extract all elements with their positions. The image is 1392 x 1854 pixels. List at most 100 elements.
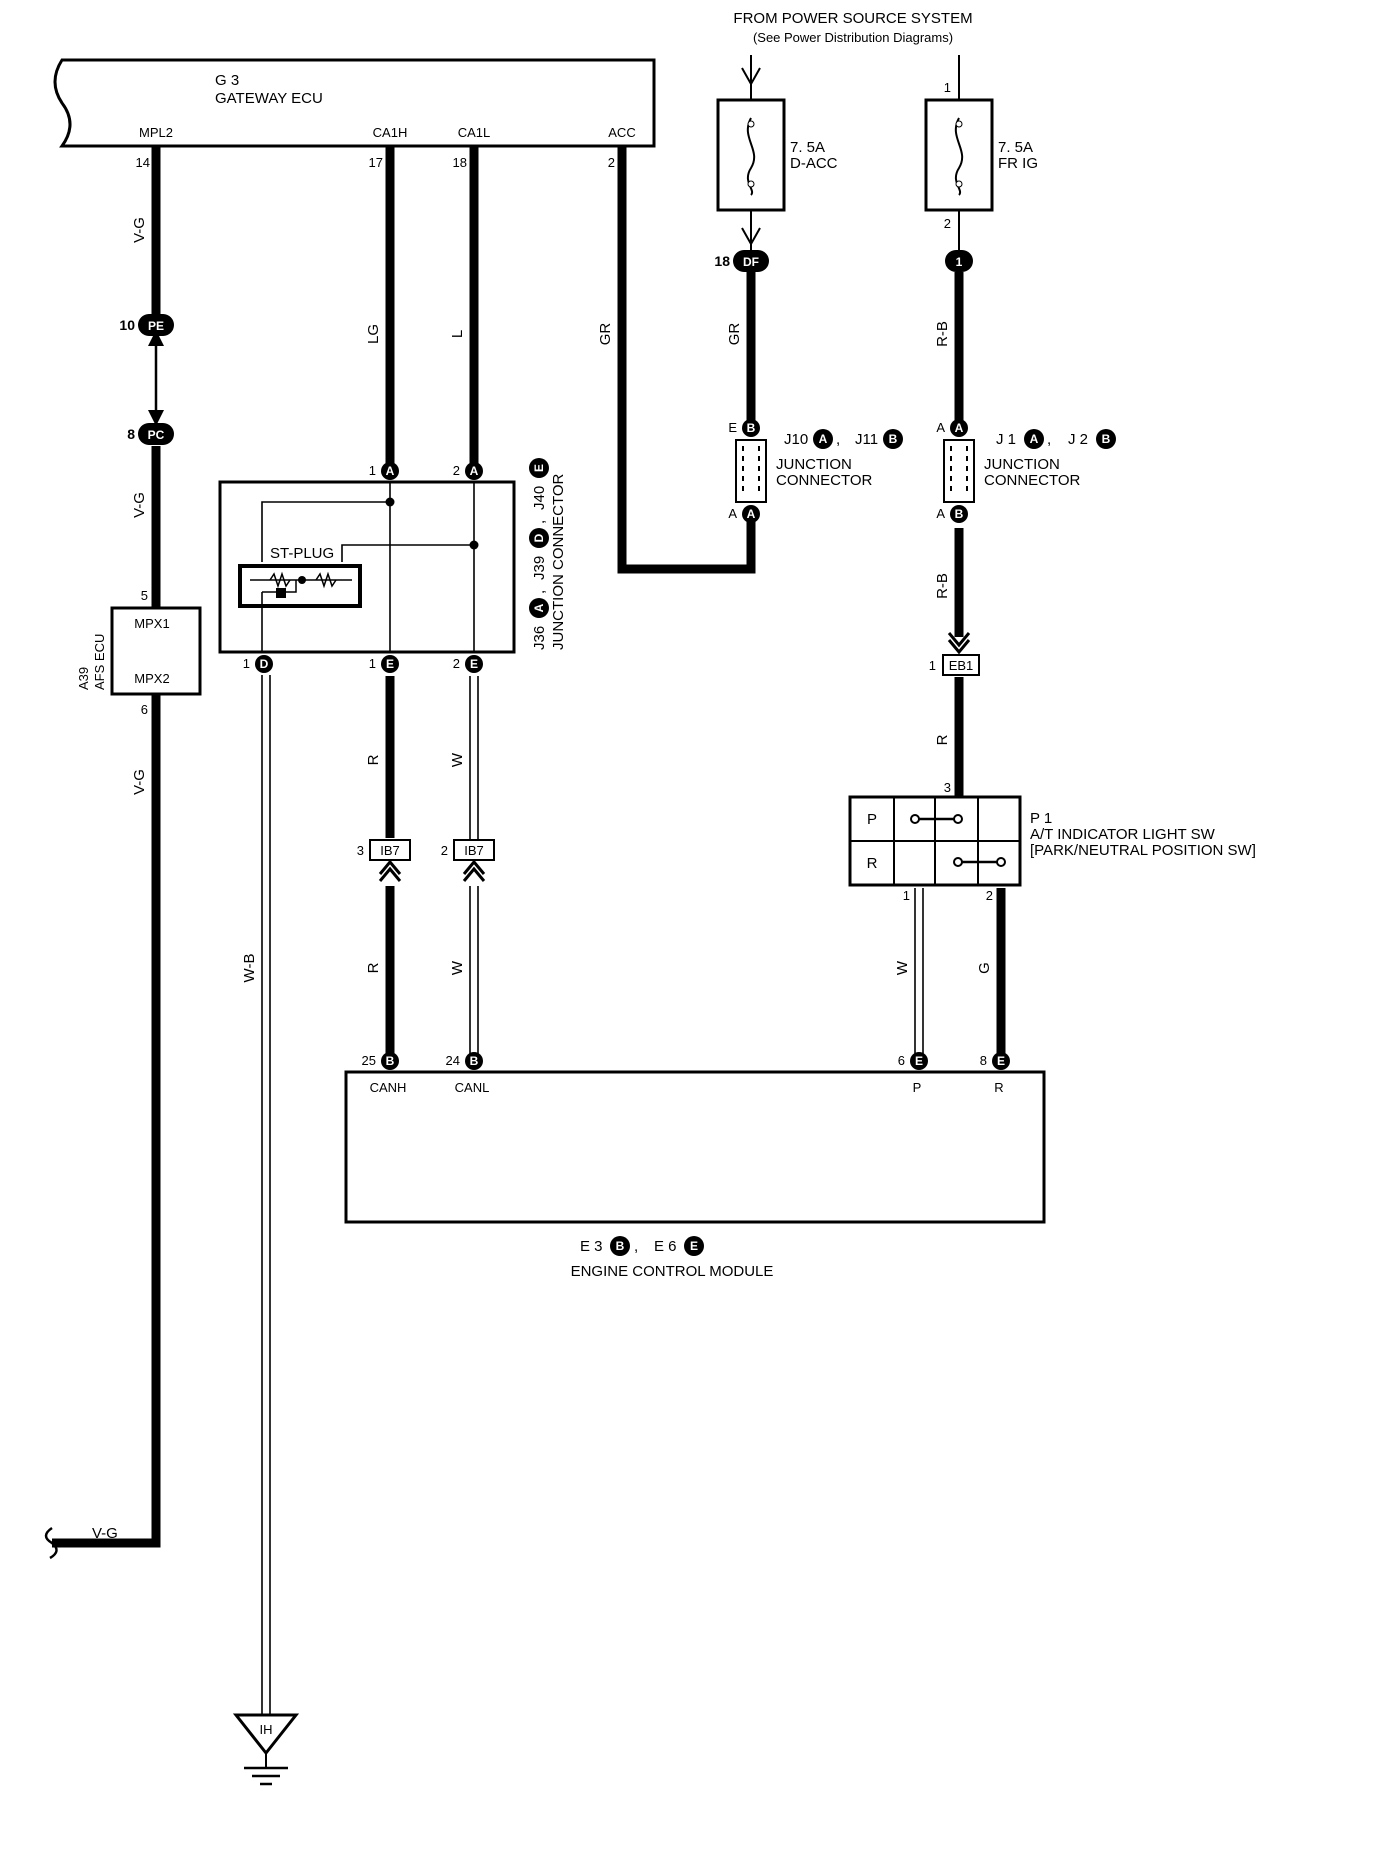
svg-text:5: 5 (141, 588, 148, 603)
svg-text:A: A (936, 420, 945, 435)
svg-text:FR IG: FR IG (998, 155, 1038, 172)
wire-label-gr-1: GR (597, 323, 614, 346)
wire-label-r-2: R (365, 754, 382, 765)
svg-text:8: 8 (127, 426, 135, 442)
wire-label-w-1: W (449, 752, 466, 767)
svg-text:3: 3 (357, 843, 364, 858)
wire-label-vg-1: V-G (131, 217, 148, 243)
wire-labels: V-G V-G V-G V-G LG L GR GR R-B R-B R R R… (92, 217, 993, 1542)
engine-control-module: B 25 B 24 E 6 E 8 CANH CANL P R E 3 B , … (344, 1052, 1046, 1280)
svg-text:A: A (470, 464, 479, 478)
svg-text:A: A (955, 421, 964, 435)
svg-text:JUNCTION CONNECTOR: JUNCTION CONNECTOR (550, 473, 567, 650)
svg-text:,: , (531, 520, 548, 524)
svg-text:,: , (531, 590, 548, 594)
wire-label-vg-4: V-G (92, 1525, 118, 1542)
wire-label-w-3: W (894, 960, 911, 975)
afs-ecu: MPX1 MPX2 5 6 A39 AFS ECU (76, 588, 202, 717)
power-source-note: (See Power Distribution Diagrams) (753, 30, 953, 45)
thick-wires (52, 146, 1006, 1548)
junction-j1-j2: A A B A J 1 A , J 2 B JUNCTION CONNECTOR (936, 419, 1116, 523)
svg-text:JUNCTION: JUNCTION (776, 456, 852, 473)
svg-text:P 1: P 1 (1030, 810, 1052, 827)
svg-text:1: 1 (369, 463, 376, 478)
svg-text:MPX2: MPX2 (134, 671, 169, 686)
svg-text:E 3: E 3 (580, 1238, 603, 1255)
svg-text:E: E (997, 1054, 1005, 1068)
fuse-fr-ig: 7. 5A FR IG 1 2 (924, 80, 1038, 231)
svg-text:A: A (747, 507, 756, 521)
svg-text:J 1: J 1 (996, 431, 1016, 448)
svg-text:CANL: CANL (455, 1080, 490, 1095)
svg-text:3: 3 (944, 780, 951, 795)
svg-text:J 2: J 2 (1068, 431, 1088, 448)
svg-text:1: 1 (369, 656, 376, 671)
fuse-d-acc: 7. 5A D-ACC (716, 98, 838, 212)
wire-label-lg: LG (365, 324, 382, 344)
wire-label-wb: W-B (241, 954, 258, 983)
wire-label-gr-2: GR (726, 323, 743, 346)
svg-text:P: P (867, 811, 877, 828)
svg-text:A/T INDICATOR LIGHT SW: A/T INDICATOR LIGHT SW (1030, 826, 1216, 843)
pin-num-18: 18 (453, 155, 467, 170)
svg-text:1: 1 (956, 255, 963, 269)
svg-text:7. 5A: 7. 5A (998, 139, 1033, 156)
svg-text:7. 5A: 7. 5A (790, 139, 825, 156)
svg-text:2: 2 (944, 216, 951, 231)
pin-label-acc: ACC (608, 125, 635, 140)
pin-label-ca1h: CA1H (373, 125, 408, 140)
svg-text:J10: J10 (784, 431, 808, 448)
svg-text:MPX1: MPX1 (134, 616, 169, 631)
svg-text:DF: DF (743, 255, 759, 269)
connector-pc: PC 8 (127, 423, 174, 445)
ground-ih: IH (232, 1713, 300, 1786)
svg-text:A: A (728, 506, 737, 521)
gateway-ecu: G 3 GATEWAY ECU MPL2 CA1H CA1L ACC 14 17… (53, 58, 656, 170)
power-source-title: FROM POWER SOURCE SYSTEM (733, 10, 972, 27)
svg-text:B: B (955, 507, 964, 521)
wire-label-rb-1: R-B (934, 321, 951, 347)
svg-text:E: E (728, 420, 737, 435)
pin-label-ca1l: CA1L (458, 125, 491, 140)
svg-text:2: 2 (453, 656, 460, 671)
pin-num-2: 2 (608, 155, 615, 170)
svg-text:2: 2 (986, 888, 993, 903)
svg-text:E: E (470, 657, 478, 671)
svg-text:J36: J36 (531, 626, 548, 650)
svg-text:E: E (915, 1054, 923, 1068)
svg-text:E: E (690, 1239, 698, 1253)
svg-text:E: E (386, 657, 394, 671)
pin-label-mpl2: MPL2 (139, 125, 173, 140)
svg-text:D: D (260, 657, 269, 671)
svg-text:A39: A39 (76, 667, 91, 690)
svg-text:A: A (1030, 432, 1039, 446)
svg-text:CONNECTOR: CONNECTOR (984, 472, 1081, 489)
junction-j10-j11: B E A A J10 A , J11 B JUNCTION CONNECTOR (728, 419, 903, 523)
svg-text:[PARK/NEUTRAL POSITION SW]: [PARK/NEUTRAL POSITION SW] (1030, 842, 1256, 859)
svg-text:18: 18 (714, 253, 730, 269)
svg-text:IH: IH (260, 1722, 273, 1737)
svg-text:CANH: CANH (370, 1080, 407, 1095)
svg-text:8: 8 (980, 1053, 987, 1068)
pin-num-17: 17 (369, 155, 383, 170)
svg-text:R: R (867, 855, 878, 872)
wire-label-g: G (976, 962, 993, 974)
svg-text:J11: J11 (855, 431, 878, 448)
svg-text:10: 10 (119, 317, 135, 333)
svg-text:A: A (819, 432, 828, 446)
svg-text:IB7: IB7 (380, 843, 400, 858)
wire-label-r-3: R (365, 962, 382, 973)
gateway-ecu-name: GATEWAY ECU (215, 90, 323, 107)
svg-text:2: 2 (453, 463, 460, 478)
svg-text:B: B (616, 1239, 625, 1253)
wire-label-r-1: R (934, 734, 951, 745)
connector-pe: PE 10 (119, 314, 174, 336)
svg-text:24: 24 (446, 1053, 460, 1068)
svg-text:J40: J40 (531, 486, 548, 510)
svg-text:PE: PE (148, 319, 164, 333)
svg-text:AFS ECU: AFS ECU (92, 634, 107, 690)
svg-text:E: E (532, 464, 546, 472)
svg-text:6: 6 (898, 1053, 905, 1068)
svg-text:ENGINE CONTROL MODULE: ENGINE CONTROL MODULE (571, 1263, 774, 1280)
